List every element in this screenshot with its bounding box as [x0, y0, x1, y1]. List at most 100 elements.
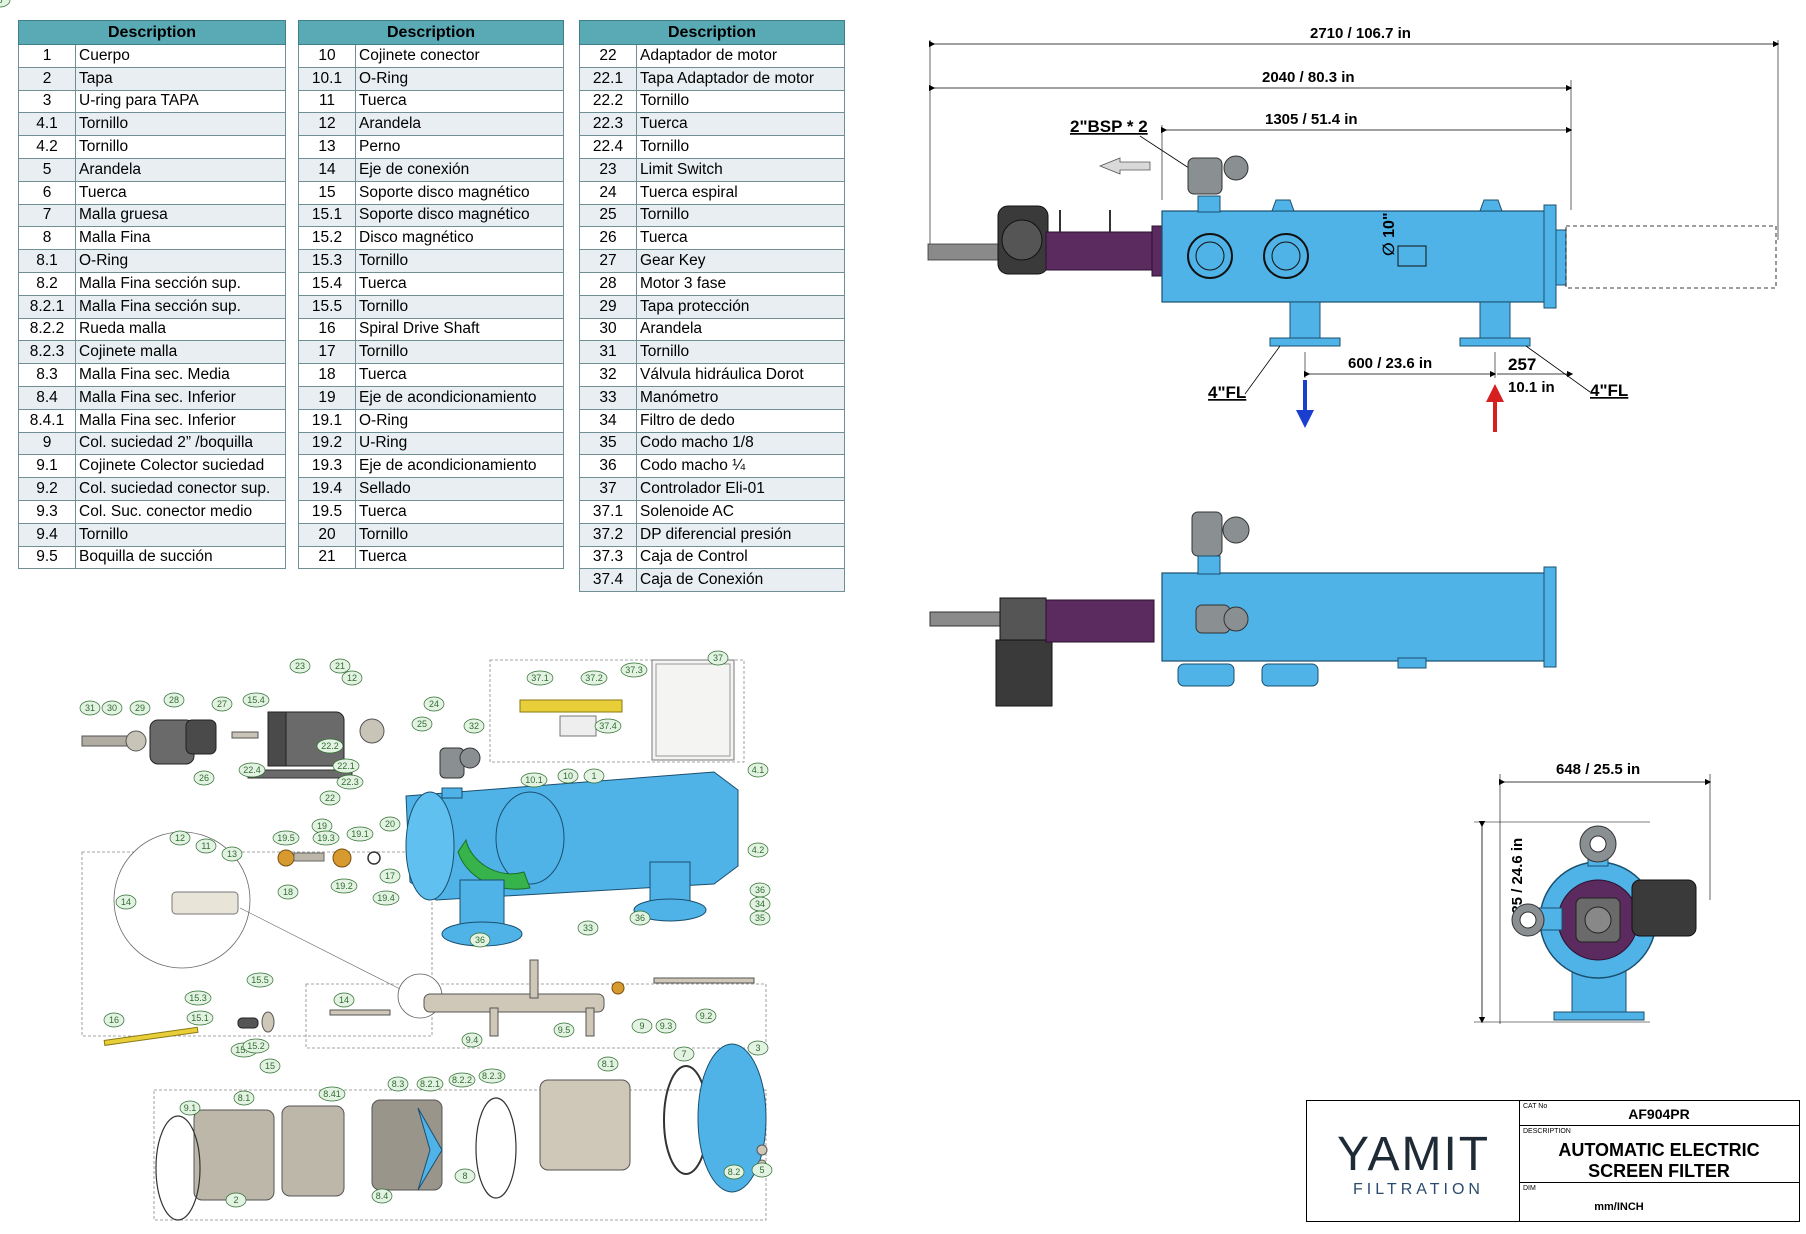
- callout-label: 15.3: [189, 993, 207, 1003]
- callout-bubble: [346, 826, 374, 842]
- callout-label: 8.2: [728, 1167, 741, 1177]
- part-description: Caja de Control: [636, 545, 845, 570]
- part-number: 22.1: [579, 66, 637, 91]
- part-description: Arandela: [75, 157, 286, 182]
- callout-bubble: [371, 1188, 393, 1204]
- part-number: 24: [579, 180, 637, 205]
- dim-offset-mm: 257: [1508, 355, 1536, 374]
- callout-label: 8.41: [323, 1089, 341, 1099]
- callout-bubble: [115, 894, 137, 910]
- motor-top: [995, 639, 1053, 707]
- callout-bubble: [629, 910, 651, 926]
- callout-label: 19.1: [351, 829, 369, 839]
- hydraulic-valve: [1187, 157, 1223, 195]
- part-number: 37.3: [579, 545, 637, 570]
- part-number: 20: [298, 522, 356, 547]
- part-number: 13: [298, 135, 356, 159]
- part-number: 8.4: [18, 385, 76, 410]
- callout-bubble: [225, 1192, 247, 1208]
- callout-bubble: [723, 1164, 745, 1180]
- part-description: Malla Fina sec. Inferior: [75, 408, 286, 433]
- description-line-2: SCREEN FILTER: [1588, 1161, 1730, 1181]
- dimension-units: mm/INCH: [1594, 1201, 1644, 1213]
- part-number: 23: [579, 157, 637, 182]
- part-number: 22.3: [579, 112, 637, 137]
- part-description: Spiral Drive Shaft: [355, 317, 564, 342]
- callout-bubble: [423, 696, 445, 712]
- part-description: Tornillo: [636, 203, 845, 228]
- callout-bubble: [193, 770, 215, 786]
- part-description: Malla Fina sec. Media: [75, 363, 286, 387]
- callout-bubble: [233, 1090, 255, 1106]
- callout-label: 8.2.1: [420, 1079, 440, 1089]
- part-description: Eje de conexión: [355, 157, 564, 182]
- part-description: Tornillo: [75, 112, 286, 137]
- callout-bubble: [411, 716, 433, 732]
- part-number: 14: [298, 157, 356, 182]
- callout-bubble: [330, 878, 358, 894]
- callout-label: 19.4: [377, 893, 395, 903]
- part-description: Caja de Conexión: [636, 568, 845, 593]
- description-line-1: AUTOMATIC ELECTRIC: [1558, 1140, 1760, 1160]
- callout-bubble: [747, 762, 769, 778]
- catalog-number: AF904PR: [1628, 1106, 1690, 1122]
- callout-bubble: [379, 816, 401, 832]
- callout-label: 8.2.3: [482, 1071, 502, 1081]
- callout-bubble: [594, 718, 622, 734]
- table-header: Description: [579, 20, 845, 45]
- part-number: 15.3: [298, 249, 356, 273]
- callout-bubble: [583, 768, 605, 784]
- callout-bubble: [318, 1086, 346, 1102]
- part-description: Solenoide AC: [636, 499, 845, 524]
- outlet-arrow-icon: [1296, 410, 1314, 428]
- callout-bubble: [186, 1010, 214, 1026]
- part-description: Cojinete malla: [75, 340, 286, 365]
- part-number: 9.4: [18, 522, 76, 547]
- table-header: Description: [298, 20, 564, 45]
- callout-bubble: [179, 1100, 201, 1116]
- callout-label: 28: [169, 695, 179, 705]
- callout-bubble: [101, 700, 123, 716]
- brand-name: YAMIT: [1337, 1128, 1491, 1181]
- drive-shaft-housing: [1045, 231, 1153, 271]
- callout-label: 22.1: [337, 761, 355, 771]
- callout-label: 17: [385, 871, 395, 881]
- part-description: Col. Suc. conector medio: [75, 499, 286, 524]
- part-number: 27: [579, 249, 637, 273]
- part-number: 9.2: [18, 477, 76, 501]
- callout-label: 30: [107, 703, 117, 713]
- part-number: 15.5: [298, 294, 356, 319]
- callout-label: 12: [347, 673, 357, 683]
- callout-bubble: [463, 718, 485, 734]
- motor-end: [1631, 879, 1697, 937]
- callout-label: 8.1: [238, 1093, 251, 1103]
- callout-label: 21: [335, 661, 345, 671]
- part-number: 37.1: [579, 499, 637, 524]
- part-description: Tapa Adaptador de motor: [636, 66, 845, 91]
- callout-bubble: [246, 972, 274, 988]
- callout-bubble: [277, 884, 299, 900]
- callout-label: 15.2: [247, 1041, 265, 1051]
